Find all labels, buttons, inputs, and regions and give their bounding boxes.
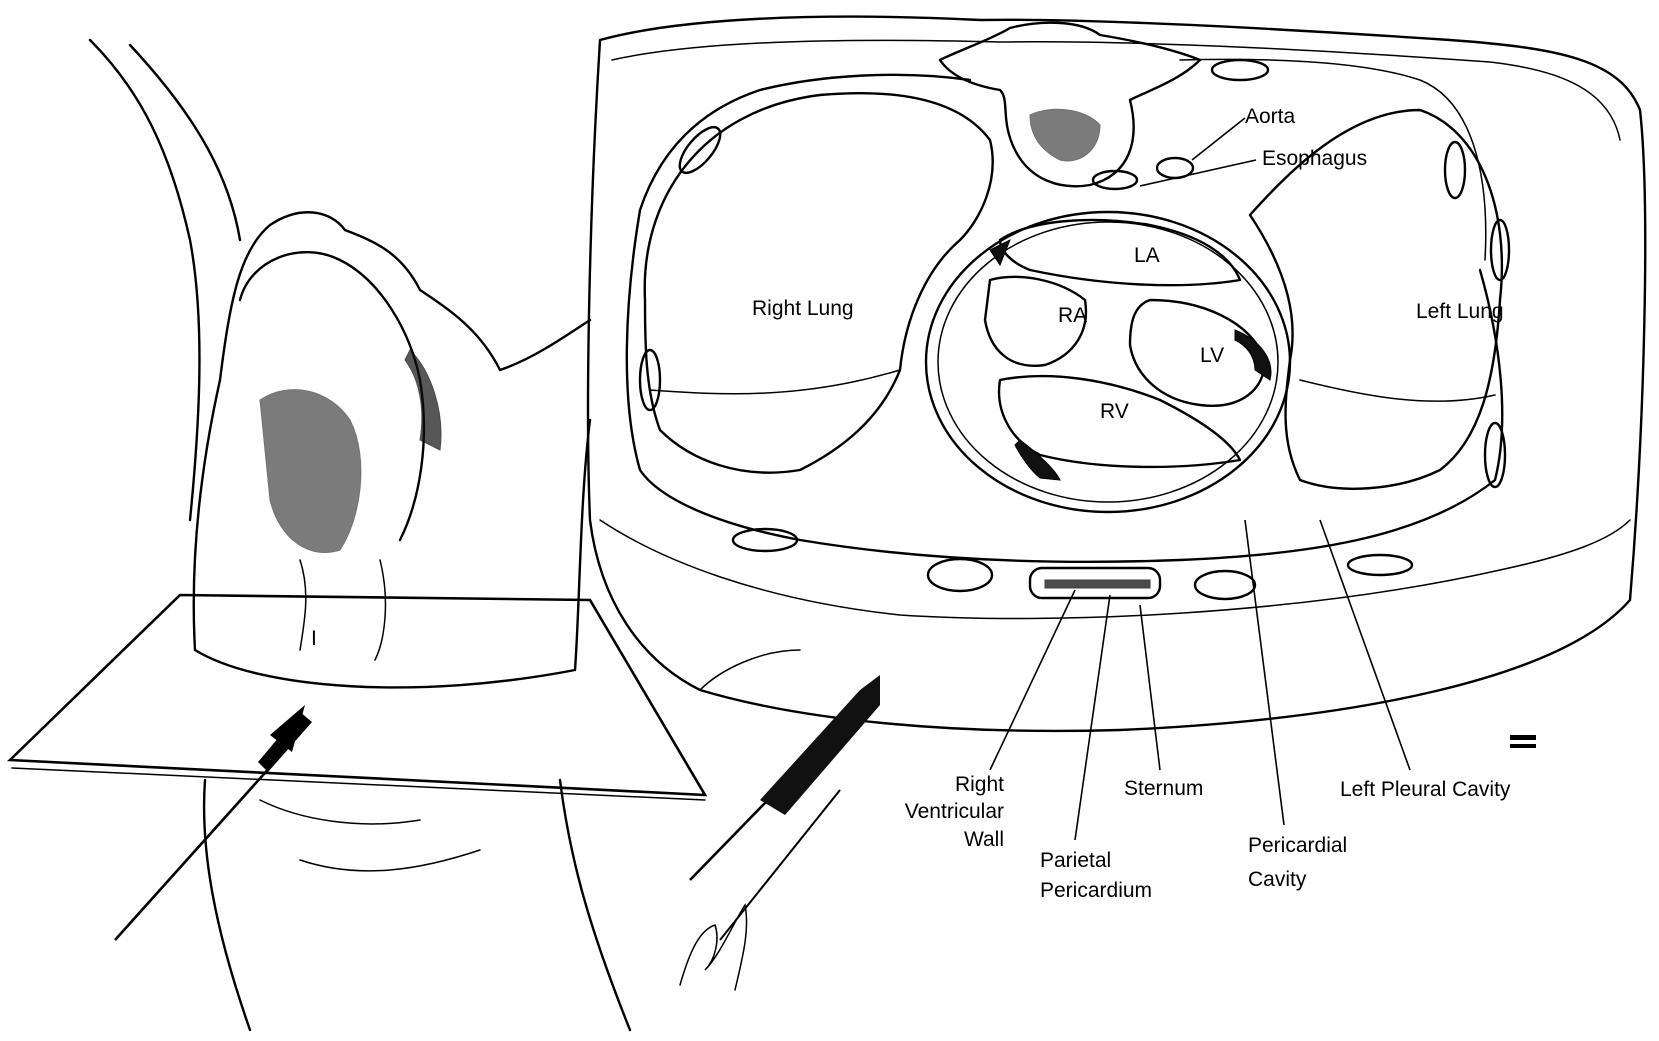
left-ventricle <box>1130 300 1265 406</box>
label-lv: LV <box>1200 344 1224 367</box>
label-parietal-pericardium-1: Parietal <box>1040 849 1111 872</box>
publisher-mark <box>1510 735 1536 748</box>
label-la: LA <box>1134 244 1160 267</box>
left-atrium <box>1000 220 1240 285</box>
right-lung <box>645 93 993 472</box>
cutting-plane <box>10 595 705 795</box>
arrow-right <box>690 675 880 940</box>
label-left-pleural-cavity: Left Pleural Cavity <box>1340 778 1511 801</box>
label-right-ventricular-wall-3: Wall <box>964 828 1004 851</box>
cross-section <box>588 17 1645 990</box>
pericardium <box>926 212 1290 512</box>
label-ra: RA <box>1058 304 1087 327</box>
label-rv: RV <box>1100 400 1129 423</box>
label-pericardial-cavity-1: Pericardial <box>1248 834 1347 857</box>
label-right-ventricular-wall-2: Ventricular <box>905 800 1004 823</box>
roman-one-mark: I <box>311 627 317 650</box>
label-parietal-pericardium-2: Pericardium <box>1040 879 1152 902</box>
label-sternum: Sternum <box>1124 777 1203 800</box>
label-right-ventricular-wall-1: Right <box>955 773 1004 796</box>
labels: Aorta Esophagus LA RA LV RV Right Lung L… <box>752 105 1511 902</box>
label-right-lung: Right Lung <box>752 297 854 320</box>
label-aorta: Aorta <box>1245 105 1296 128</box>
label-left-lung: Left Lung <box>1416 300 1504 323</box>
torso-figure: I <box>10 40 705 1030</box>
label-esophagus: Esophagus <box>1262 147 1367 170</box>
label-pericardial-cavity-2: Cavity <box>1248 868 1307 891</box>
